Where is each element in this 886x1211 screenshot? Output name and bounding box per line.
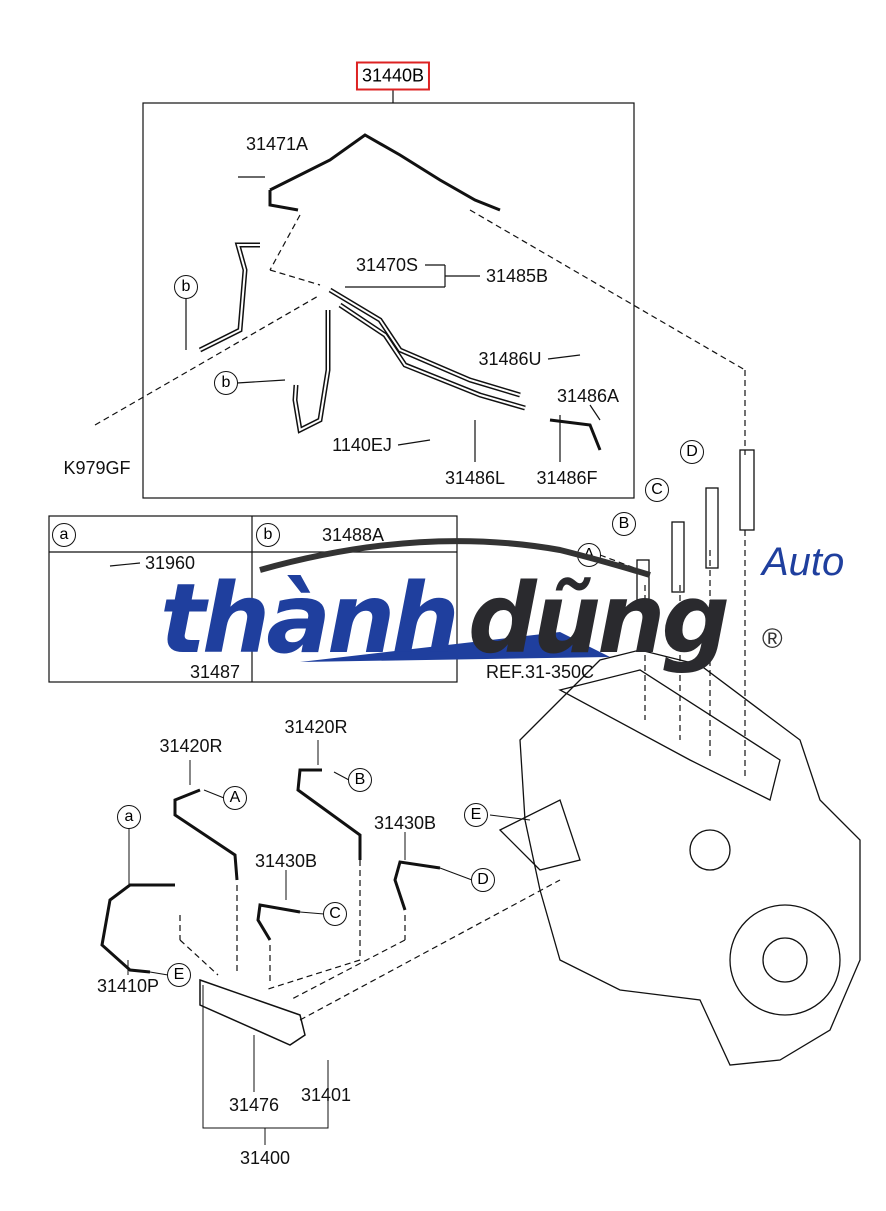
callout-a: a [117, 805, 141, 829]
callout-E: E [464, 803, 488, 827]
callout-a: a [52, 523, 76, 547]
part-1140EJ[interactable]: 1140EJ [332, 435, 392, 455]
part-31486A[interactable]: 31486A [556, 386, 620, 406]
assembly-label[interactable]: 31440B [355, 61, 431, 91]
watermark-auto: Auto [762, 540, 845, 584]
assembly-frame [142, 102, 635, 499]
watermark-brand-dark: dũng [468, 563, 730, 675]
part-31420R[interactable]: 31420R [159, 736, 223, 756]
part-31420R[interactable]: 31420R [284, 717, 348, 737]
part-31486U[interactable]: 31486U [478, 349, 542, 369]
engine-block [498, 649, 861, 1066]
callout-b: b [174, 275, 198, 299]
part-31470S[interactable]: 31470S [355, 255, 419, 275]
callout-b: b [256, 523, 280, 547]
part-31430B[interactable]: 31430B [373, 813, 437, 833]
part-31410P[interactable]: 31410P [96, 976, 160, 996]
part-31400[interactable]: 31400 [239, 1148, 291, 1168]
callout-C: C [323, 902, 347, 926]
detail-box [48, 515, 458, 683]
part-31401[interactable]: 31401 [300, 1085, 352, 1105]
callout-b: b [214, 371, 238, 395]
part-31960[interactable]: 31960 [144, 553, 196, 573]
part-31485B[interactable]: 31485B [485, 266, 549, 286]
part-31486F[interactable]: 31486F [536, 468, 598, 488]
callout-B: B [612, 512, 636, 536]
part-31471A[interactable]: 31471A [245, 134, 309, 154]
callout-D: D [680, 440, 704, 464]
callout-A: A [223, 786, 247, 810]
ref-label[interactable]: REF.31-350C [485, 662, 595, 682]
callout-D: D [471, 868, 495, 892]
part-31486L[interactable]: 31486L [444, 468, 506, 488]
part-K979GF[interactable]: K979GF [63, 458, 131, 478]
part-31430B[interactable]: 31430B [254, 851, 318, 871]
callout-B: B [348, 768, 372, 792]
registered-mark: ® [762, 623, 783, 654]
part-31488A[interactable]: 31488A [321, 525, 385, 545]
callout-C: C [645, 478, 669, 502]
callout-E: E [167, 963, 191, 987]
part-31487[interactable]: 31487 [189, 662, 241, 682]
part-31476[interactable]: 31476 [228, 1095, 280, 1115]
watermark-brand-blue: thành [160, 563, 460, 675]
